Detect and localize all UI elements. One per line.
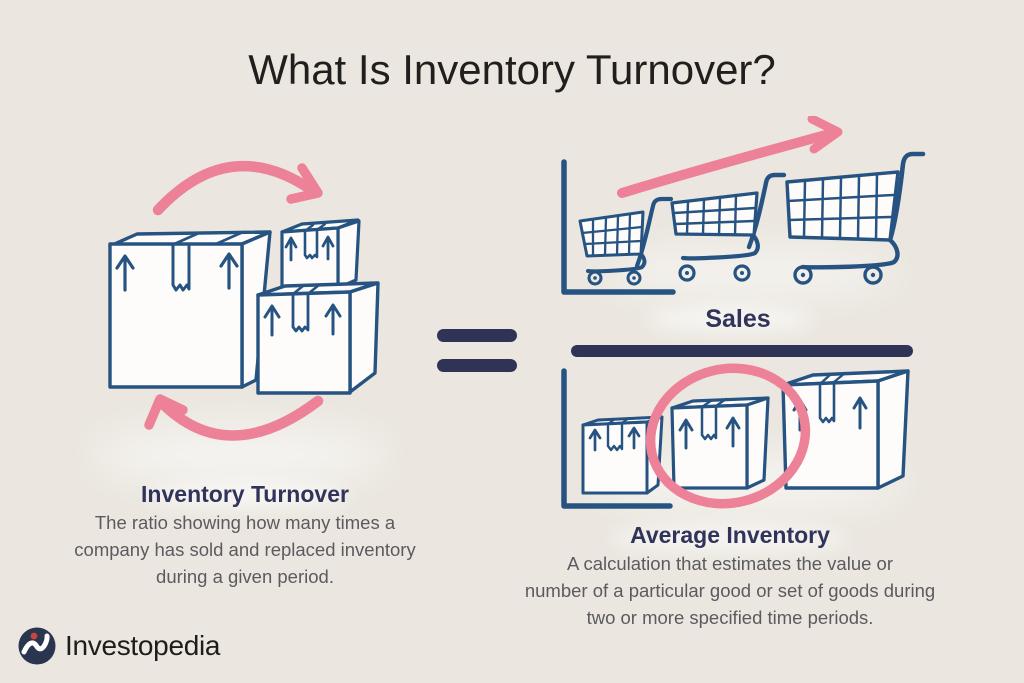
- pink-circle-annotation-icon: [645, 363, 811, 509]
- investopedia-wordmark: Investopedia: [65, 630, 221, 661]
- sales-trend-arrow-icon: [617, 116, 843, 198]
- inventory-cycle-illustration: [108, 160, 380, 441]
- average-inventory-axis-icon: [561, 368, 673, 509]
- average-inventory-illustration: [561, 363, 910, 509]
- equals-bar-bottom: [437, 359, 517, 372]
- average-inventory-label: Average Inventory: [630, 522, 830, 548]
- cart-large-icon: [785, 151, 926, 285]
- white-highlight: [145, 482, 350, 508]
- avg-box-medium-icon: [670, 396, 770, 490]
- white-highlight: [612, 525, 847, 551]
- description-line: A calculation that estimates the value o…: [567, 553, 893, 574]
- average-inventory-description: A calculation that estimates the value o…: [498, 550, 962, 631]
- description-line: two or more specified time periods.: [586, 607, 874, 628]
- white-highlight: [648, 306, 813, 332]
- top-cycle-arrow-icon: [152, 160, 323, 216]
- fraction-bar: [571, 345, 913, 357]
- inventory-turnover-label: Inventory Turnover: [141, 481, 349, 507]
- page-title: What Is Inventory Turnover?: [248, 46, 776, 93]
- description-line: company has sold and replaced inventory: [74, 539, 416, 560]
- investopedia-logo: Investopedia: [17, 626, 220, 666]
- sales-label: Sales: [705, 305, 771, 333]
- investopedia-logo-icon: [18, 627, 56, 665]
- medium-box-icon: [256, 281, 380, 395]
- description-line: number of a particular good or set of go…: [524, 580, 936, 601]
- cart-small-icon: [578, 196, 674, 286]
- description-line: The ratio showing how many times a: [94, 512, 396, 533]
- sales-growth-illustration: [561, 116, 926, 295]
- description-line: during a given period.: [156, 566, 334, 587]
- equals-bar-top: [437, 329, 517, 342]
- small-box-icon: [280, 218, 361, 290]
- cart-medium-icon: [670, 172, 787, 282]
- inventory-turnover-description: The ratio showing how many times a compa…: [63, 509, 427, 590]
- large-box-icon: [108, 230, 272, 389]
- bottom-cycle-arrow-icon: [144, 394, 324, 441]
- sales-axis-icon: [561, 159, 676, 295]
